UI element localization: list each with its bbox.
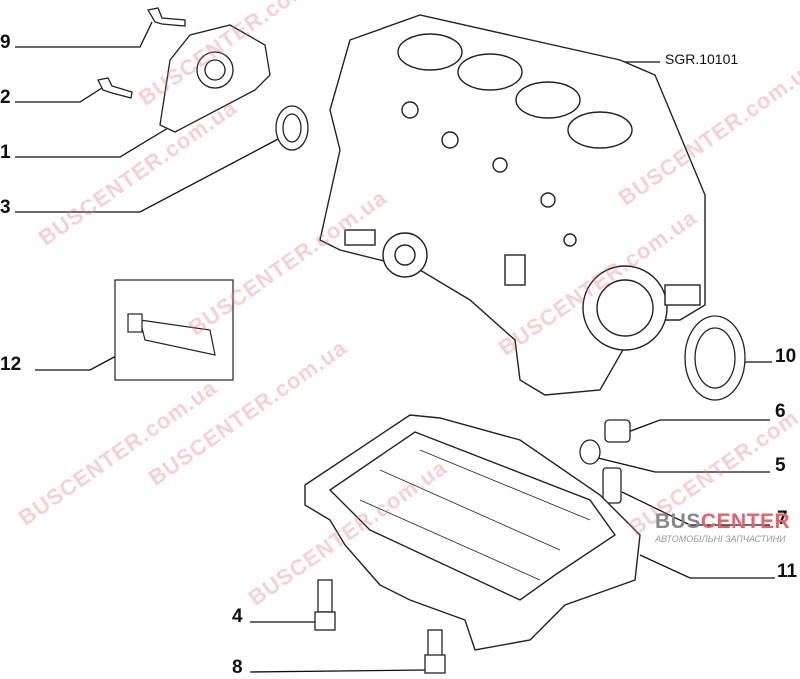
callout-10: 10	[775, 346, 797, 367]
leader-9	[15, 21, 153, 48]
plug-6	[604, 419, 631, 443]
callout-7: 7	[777, 508, 788, 529]
bolt-2	[97, 77, 133, 99]
leader-2	[15, 87, 103, 103]
callout-11: 11	[777, 561, 798, 582]
leader-6	[627, 419, 770, 433]
pin-7	[602, 467, 622, 504]
bolt-9	[146, 7, 186, 27]
reference-label: SGR.10101	[665, 51, 739, 67]
callout-6: 6	[775, 401, 786, 422]
callout-8: 8	[232, 657, 243, 678]
buscenter-logo: BUSCENTER АВТОМОБІЛЬНІ ЗАПЧАСТИНИ	[655, 510, 790, 544]
callout-12: 12	[0, 354, 22, 375]
logo-subtitle: АВТОМОБІЛЬНІ ЗАПЧАСТИНИ	[655, 534, 786, 544]
sealant-box	[114, 279, 234, 381]
leader-11	[639, 554, 775, 579]
callout-3: 3	[0, 197, 11, 218]
bolt-4	[317, 579, 333, 613]
callout-1: 1	[0, 142, 11, 163]
callout-5: 5	[775, 455, 786, 476]
leader-7	[621, 491, 770, 526]
callout-9: 9	[0, 32, 11, 53]
leader-3	[15, 137, 281, 213]
logo-name-part1: BUS	[655, 510, 701, 533]
leader-12	[35, 354, 119, 371]
logo-name-part2: CENTER	[700, 510, 791, 533]
leader-8	[249, 669, 429, 673]
callout-2: 2	[0, 87, 11, 108]
oil-pan	[304, 414, 641, 651]
leader-1	[15, 127, 169, 158]
engine-block	[319, 14, 706, 396]
leader-5	[597, 457, 770, 473]
washer-5	[579, 439, 601, 465]
callout-4: 4	[232, 606, 243, 627]
